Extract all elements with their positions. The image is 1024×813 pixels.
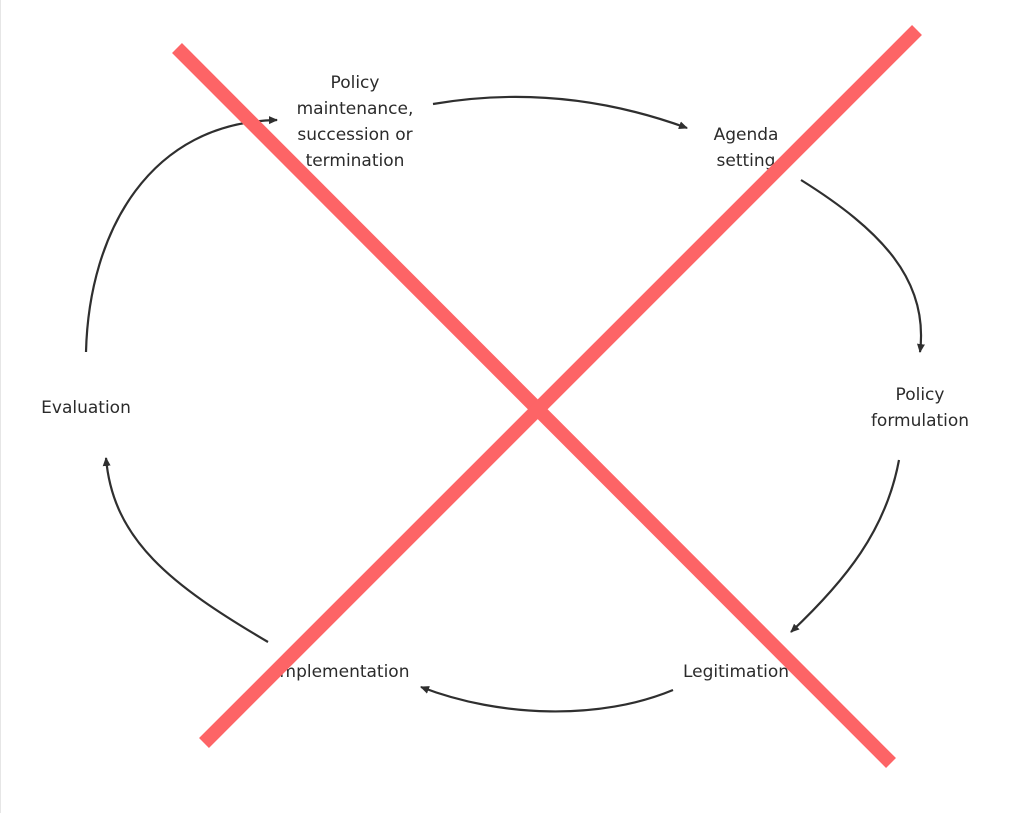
stage-evaluation: Evaluation: [41, 398, 131, 418]
stage-label: termination: [306, 151, 405, 171]
stage-label: formulation: [871, 411, 969, 431]
arrow-agenda-to-formulation: [800, 179, 925, 353]
arrow-implementation-to-evaluation: [102, 457, 269, 643]
arrow-formulation-to-legitimation: [790, 459, 901, 633]
arrow-maintenance-to-agenda: [432, 95, 688, 130]
stage-agenda-setting: Agenda setting: [714, 125, 779, 171]
stage-label: maintenance,: [297, 99, 414, 119]
stage-label: setting: [717, 151, 776, 171]
stage-label: Agenda: [714, 125, 779, 145]
stage-maintenance: Policy maintenance, succession or termin…: [297, 73, 414, 171]
arrow-evaluation-to-maintenance: [84, 116, 278, 353]
cross-line-2: [199, 25, 922, 748]
stage-label: Policy: [331, 73, 380, 93]
stage-legitimation: Legitimation: [683, 662, 789, 682]
arrow-legitimation-to-implementation: [420, 685, 674, 713]
stage-label: succession or: [297, 125, 412, 145]
stage-policy-formulation: Policy formulation: [871, 385, 969, 431]
stage-label: Policy: [896, 385, 945, 405]
stage-implementation: Implementation: [275, 662, 410, 682]
cross-out-mark: [172, 25, 922, 768]
